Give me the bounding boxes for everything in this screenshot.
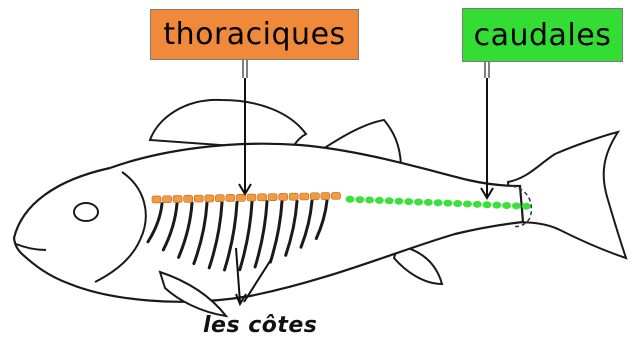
caudal-vertebra xyxy=(346,196,355,203)
caudal-vertebra xyxy=(522,203,531,210)
dorsal-fin xyxy=(150,100,306,150)
thoracic-vertebra xyxy=(268,194,277,201)
thoracic-vertebra xyxy=(300,193,309,200)
caudal-vertebra xyxy=(483,201,492,208)
caudal-vertebra xyxy=(512,202,521,209)
thoracic-vertebra xyxy=(152,196,161,203)
thoracic-vertebra xyxy=(163,196,172,203)
thoracic-vertebra xyxy=(247,194,256,201)
thoracic-vertebra xyxy=(331,192,340,199)
thoracic-vertebra xyxy=(226,194,235,201)
thoracic-vertebra xyxy=(173,196,182,203)
thoracic-label: thoraciques xyxy=(150,9,359,60)
fish-body xyxy=(14,144,523,302)
thoracic-vertebra xyxy=(236,194,245,201)
caudal-arrow xyxy=(481,60,493,198)
caudal-vertebra xyxy=(463,200,472,207)
caudal-vertebra xyxy=(394,198,403,205)
thoracic-vertebra xyxy=(310,193,319,200)
tail-fin xyxy=(508,132,626,258)
thoracic-vertebra xyxy=(279,193,288,200)
thoracic-vertebra xyxy=(205,195,214,202)
thoracic-vertebra xyxy=(258,194,267,201)
thoracic-vertebra xyxy=(184,195,193,202)
caudal-label: caudales xyxy=(462,8,623,62)
caudal-vertebra xyxy=(492,202,501,209)
caudal-vertebra xyxy=(434,199,443,206)
caudal-vertebra xyxy=(424,199,433,206)
caudal-vertebra xyxy=(365,197,374,204)
thoracic-vertebra xyxy=(194,195,203,202)
caudal-vertebra xyxy=(443,200,452,207)
caudal-vertebra xyxy=(473,201,482,208)
eye xyxy=(74,203,98,221)
thoracic-vertebra xyxy=(289,193,298,200)
thoracic-vertebra xyxy=(321,193,330,200)
caudal-vertebra xyxy=(385,197,394,204)
caudal-vertebra xyxy=(375,197,384,204)
caudal-vertebra xyxy=(502,202,511,209)
ribs-caption: les côtes xyxy=(203,313,383,343)
thoracic-vertebra xyxy=(215,195,224,202)
caudal-vertebra xyxy=(404,198,413,205)
caudal-vertebra xyxy=(453,200,462,207)
caudal-vertebra xyxy=(355,196,364,203)
caudal-vertebra xyxy=(414,198,423,205)
